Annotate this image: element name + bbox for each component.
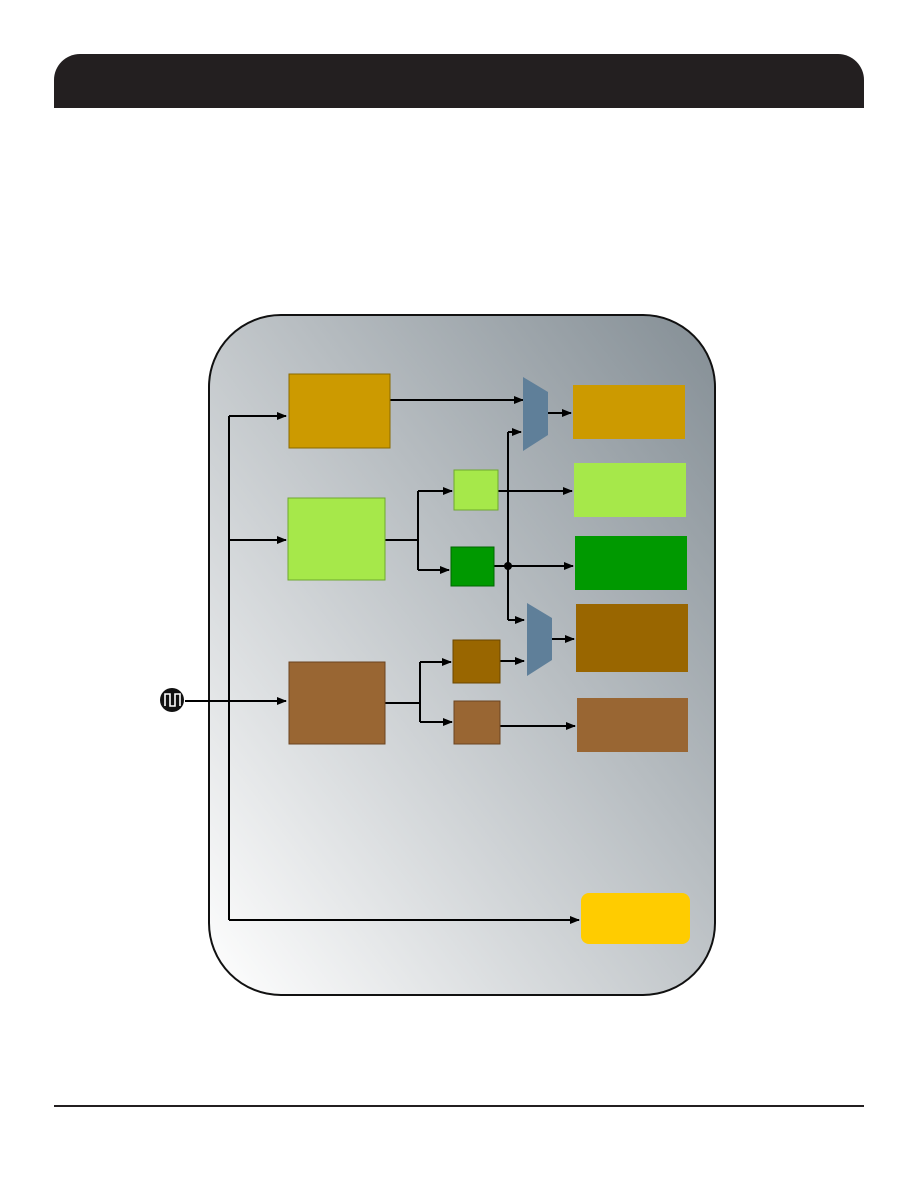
brown-block (288, 661, 386, 745)
clock-signal-icon (160, 688, 184, 712)
output-ref (581, 893, 690, 944)
brown-divider (453, 700, 501, 745)
output-brown (577, 698, 688, 752)
wires (185, 396, 580, 924)
output-dark-brown (576, 604, 688, 672)
green-block (287, 497, 386, 581)
output-dark-green (575, 536, 687, 590)
pll-block (288, 373, 391, 449)
top-mux (523, 377, 548, 451)
output-gold (573, 385, 685, 439)
junction-dot (504, 562, 512, 570)
light-green-divider (453, 469, 499, 511)
output-light-green (574, 463, 686, 517)
dark-green-divider (450, 546, 495, 587)
dark-brown-divider (452, 639, 501, 684)
header-bar (54, 54, 864, 108)
bottom-mux (527, 603, 552, 676)
footer-rule (54, 1105, 864, 1107)
